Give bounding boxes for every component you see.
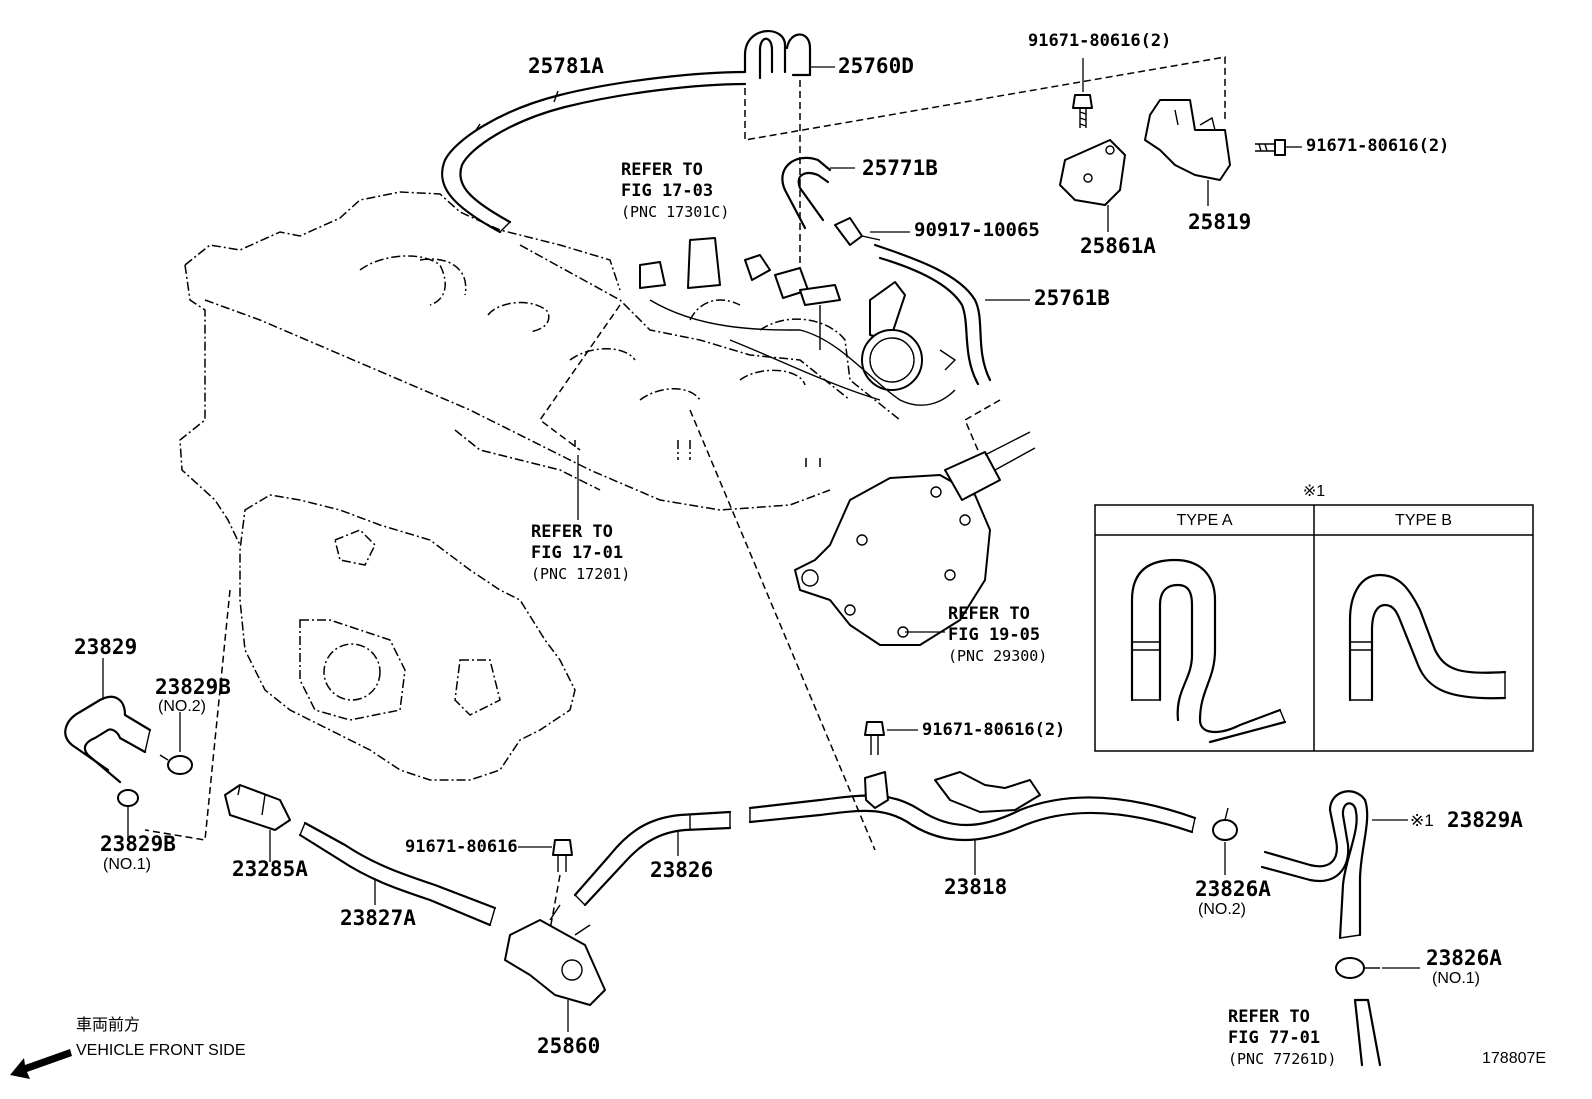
label-23829b-no2: 23829B bbox=[155, 675, 231, 699]
refer-pnc: (PNC 77261D) bbox=[1228, 1050, 1337, 1068]
clamp-23829b-no1 bbox=[117, 789, 139, 838]
bracket-25861a bbox=[1059, 139, 1126, 232]
hose-23829 bbox=[64, 658, 152, 784]
vsv-25860 bbox=[504, 904, 606, 1032]
bolt-91671-right bbox=[1255, 139, 1302, 156]
label-25860: 25860 bbox=[537, 1034, 601, 1058]
refer-fig-77-01: REFER TO FIG 77-01 (PNC 77261D) bbox=[1228, 1007, 1336, 1070]
engine-block-outline bbox=[179, 191, 901, 546]
hose-type-a bbox=[1130, 558, 1287, 744]
inset-mark: ※1 bbox=[1302, 483, 1326, 500]
refer-line-2: FIG 17-03 bbox=[621, 181, 714, 201]
intake-manifold bbox=[639, 237, 957, 406]
refer-line-2: FIG 77-01 bbox=[1228, 1028, 1321, 1048]
refer-line-1: REFER TO bbox=[1228, 1007, 1310, 1027]
sensor-23285a bbox=[224, 784, 291, 862]
valve-90917 bbox=[834, 217, 910, 246]
vsv-25819 bbox=[1144, 99, 1231, 206]
hose-23829a bbox=[1260, 790, 1408, 940]
label-91671-mid: 91671-80616(2) bbox=[922, 720, 1066, 740]
refer-line-2: FIG 17-01 bbox=[531, 543, 624, 563]
hose-type-b bbox=[1348, 573, 1507, 702]
hose-23826 bbox=[573, 810, 732, 907]
label-91671-single: 91671-80616 bbox=[405, 837, 518, 857]
vacuum-pump bbox=[794, 431, 1036, 646]
figure-id: 178807E bbox=[1482, 1050, 1547, 1067]
refer-pnc: (PNC 17301C) bbox=[621, 203, 730, 221]
label-25861a: 25861A bbox=[1080, 234, 1156, 258]
hose-23827a bbox=[298, 821, 497, 927]
refer-line-2: FIG 19-05 bbox=[948, 625, 1041, 645]
label-23826a-no1: 23826A bbox=[1426, 946, 1502, 970]
refer-fig-17-01: REFER TO FIG 17-01 (PNC 17201) bbox=[531, 522, 630, 585]
hose-25761b bbox=[873, 243, 1030, 386]
hose-25760d bbox=[743, 30, 835, 80]
refer-fig-19-05: REFER TO FIG 19-05 (PNC 29300) bbox=[948, 604, 1047, 667]
label-23829b-no1: 23829B bbox=[100, 832, 176, 856]
refer-line-1: REFER TO bbox=[948, 604, 1030, 624]
sublabel-23826a-no2: (NO.2) bbox=[1198, 901, 1246, 918]
label-23829: 23829 bbox=[74, 635, 138, 659]
label-23285a: 23285A bbox=[232, 857, 308, 881]
inset-type-b-header: TYPE B bbox=[1395, 512, 1452, 529]
label-25771b: 25771B bbox=[862, 156, 938, 180]
label-90917-10065: 90917-10065 bbox=[914, 219, 1040, 241]
sublabel-23826a-no1: (NO.1) bbox=[1432, 970, 1480, 987]
clamp-23826a-no2 bbox=[1212, 807, 1238, 875]
label-91671-right: 91671-80616(2) bbox=[1306, 136, 1450, 156]
direction-label-en: VEHICLE FRONT SIDE bbox=[76, 1042, 246, 1059]
hose-25771b bbox=[781, 156, 855, 230]
sublabel-23829b-no1: (NO.1) bbox=[103, 856, 151, 873]
label-23818: 23818 bbox=[944, 875, 1008, 899]
hose-25781a bbox=[440, 70, 747, 234]
bolt-91671-single bbox=[518, 839, 573, 931]
label-25781a: 25781A bbox=[528, 54, 604, 78]
label-23829a: 23829A bbox=[1447, 808, 1523, 832]
refer-pnc: (PNC 29300) bbox=[948, 647, 1048, 665]
direction-label-jp: 車両前方 bbox=[76, 1017, 141, 1034]
refer-line-1: REFER TO bbox=[621, 160, 703, 180]
clamp-23826a-no1 bbox=[1335, 957, 1420, 979]
front-direction-arrow-icon bbox=[10, 1049, 72, 1079]
throttle-body-outline bbox=[239, 494, 576, 781]
inset-type-a-header: TYPE A bbox=[1176, 512, 1233, 529]
label-25761b: 25761B bbox=[1034, 286, 1110, 310]
refer-pnc: (PNC 17201) bbox=[531, 565, 631, 583]
pipe-refer-7701 bbox=[1353, 998, 1382, 1067]
bolt-91671-top bbox=[1072, 58, 1093, 128]
inset-table bbox=[1094, 504, 1534, 752]
clamp-23829b-no2 bbox=[159, 712, 193, 775]
sublabel-23829b-no2: (NO.2) bbox=[158, 698, 206, 715]
label-25819: 25819 bbox=[1188, 210, 1252, 234]
label-25760d: 25760D bbox=[838, 54, 914, 78]
pipe-23818 bbox=[748, 771, 1197, 875]
label-23826a-no2: 23826A bbox=[1195, 877, 1271, 901]
label-23826: 23826 bbox=[650, 858, 714, 882]
bolt-91671-mid bbox=[864, 721, 918, 755]
label-91671-top: 91671-80616(2) bbox=[1028, 31, 1172, 51]
label-23827a: 23827A bbox=[340, 906, 416, 930]
marker-23829a: ※1 bbox=[1410, 811, 1434, 830]
refer-fig-17-03: REFER TO FIG 17-03 (PNC 17301C) bbox=[621, 160, 729, 223]
refer-line-1: REFER TO bbox=[531, 522, 613, 542]
